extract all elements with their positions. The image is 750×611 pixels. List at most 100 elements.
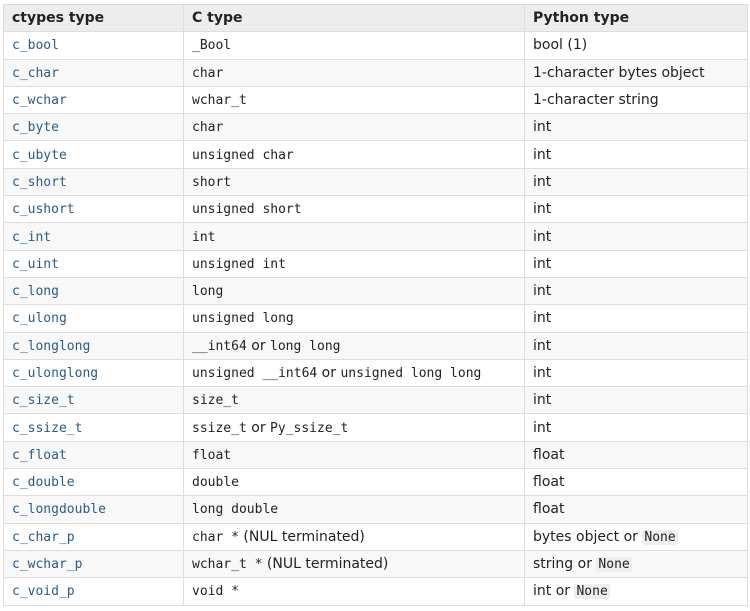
python-type-text: int (533, 392, 552, 409)
c-type-cell: void * (183, 577, 525, 606)
python-type-cell: int (524, 276, 748, 306)
ctypes-type-cell: c_wchar (3, 85, 184, 115)
c-type-cell: size_t (183, 386, 525, 415)
c-type-code: ssize_t (192, 420, 247, 436)
c-type-code: Py_ssize_t (270, 420, 349, 436)
ctypes-type-link[interactable]: c_ssize_t (12, 420, 83, 436)
c-type-text: or (246, 419, 271, 436)
c-type-cell: int (183, 222, 525, 251)
ctypes-type-link[interactable]: c_wchar_p (12, 557, 83, 573)
c-type-code: unsigned long (192, 311, 294, 327)
python-type-cell: int (524, 167, 748, 197)
ctypes-type-cell: c_ushort (3, 195, 184, 224)
c-type-cell: long double (183, 495, 525, 524)
python-type-cell: int (524, 331, 748, 360)
ctypes-type-link[interactable]: c_longlong (12, 338, 91, 354)
ctypes-type-link[interactable]: c_uint (12, 256, 59, 272)
c-type-code: char (192, 120, 224, 136)
ctypes-type-link[interactable]: c_size_t (12, 393, 75, 409)
c-type-cell: short (183, 167, 525, 197)
c-type-code: unsigned short (192, 202, 302, 218)
ctypes-type-link[interactable]: c_ulonglong (12, 366, 99, 381)
python-type-text: int (533, 283, 552, 300)
ctypes-type-link[interactable]: c_char_p (12, 529, 75, 545)
header-ctypes-type: ctypes type (3, 3, 184, 33)
python-type-cell: int (524, 113, 748, 142)
ctypes-type-link[interactable]: c_double (12, 475, 75, 491)
c-type-cell: unsigned int (183, 249, 525, 278)
ctypes-type-link[interactable]: c_short (12, 174, 67, 190)
ctypes-type-link[interactable]: c_long (12, 284, 59, 300)
ctypes-type-link[interactable]: c_float (12, 447, 67, 463)
c-type-code: int (192, 229, 216, 245)
ctypes-type-cell: c_longdouble (3, 495, 184, 524)
ctypes-type-cell: c_ulong (3, 304, 184, 333)
ctypes-type-link[interactable]: c_bool (12, 38, 59, 54)
ctypes-type-cell: c_bool (3, 31, 184, 60)
table-row: c_float float float (3, 440, 748, 470)
ctypes-type-cell: c_wchar_p (3, 549, 184, 579)
c-type-cell: char * (NUL terminated) (183, 522, 525, 551)
ctypes-type-cell: c_char (3, 58, 184, 87)
ctypes-type-link[interactable]: c_byte (12, 120, 59, 136)
python-type-text: bool (1) (533, 37, 588, 54)
ctypes-type-link[interactable]: c_void_p (12, 584, 75, 600)
ctypes-type-link[interactable]: c_ubyte (12, 147, 67, 163)
ctypes-fundamental-types-table: ctypes type C type Python type c_bool_Bo… (3, 3, 748, 606)
c-type-cell: double (183, 468, 525, 497)
c-type-cell: long (183, 276, 525, 306)
ctypes-type-link[interactable]: c_ulong (12, 311, 67, 327)
c-type-text: or (246, 337, 271, 354)
python-type-text: int (533, 119, 552, 136)
python-type-text: string or (533, 556, 597, 573)
python-type-cell: 1-character string (524, 85, 748, 115)
ctypes-type-link[interactable]: c_int (12, 229, 52, 245)
python-type-text: int (533, 419, 552, 436)
python-none-code: None (596, 557, 632, 573)
python-type-text: 1-character bytes object (533, 64, 705, 81)
c-type-cell: ssize_t or Py_ssize_t (183, 413, 525, 442)
ctypes-type-link[interactable]: c_char (12, 65, 59, 81)
python-type-text: bytes object or (533, 528, 643, 545)
ctypes-type-link[interactable]: c_ushort (12, 202, 75, 218)
ctypes-type-link[interactable]: c_longdouble (12, 502, 106, 518)
c-type-cell: __int64 or long long (183, 331, 525, 360)
ctypes-type-cell: c_ssize_t (3, 413, 184, 442)
ctypes-type-cell: c_long (3, 276, 184, 306)
c-type-code: wchar_t (192, 93, 247, 109)
python-type-text: float (533, 446, 565, 463)
c-type-code: size_t (192, 393, 239, 409)
c-type-cell: unsigned long (183, 304, 525, 333)
ctypes-type-cell: c_size_t (3, 386, 184, 415)
ctypes-type-cell: c_short (3, 167, 184, 197)
python-type-text: 1-character string (533, 92, 659, 109)
python-type-text: int (533, 173, 552, 190)
ctypes-type-cell: c_longlong (3, 331, 184, 360)
python-type-text: int (533, 228, 552, 245)
python-type-cell: int (524, 386, 748, 415)
c-type-code: double (192, 475, 239, 491)
ctypes-type-link[interactable]: c_wchar (12, 93, 67, 109)
ctypes-type-cell: c_void_p (3, 577, 184, 606)
python-type-cell: bytes object or None (524, 522, 748, 551)
python-type-text: int (533, 337, 552, 354)
c-type-cell: char (183, 113, 525, 142)
c-type-cell: float (183, 440, 525, 470)
table-row: c_ushort unsigned short int (3, 195, 748, 224)
c-type-code: unsigned __int64 (192, 366, 318, 381)
c-type-cell: unsigned short (183, 195, 525, 224)
ctypes-type-cell: c_uint (3, 249, 184, 278)
ctypes-type-cell: c_byte (3, 113, 184, 142)
python-type-cell: int (524, 195, 748, 224)
python-type-cell: int (524, 413, 748, 442)
c-type-code: float (192, 447, 232, 463)
python-type-cell: int (524, 304, 748, 333)
